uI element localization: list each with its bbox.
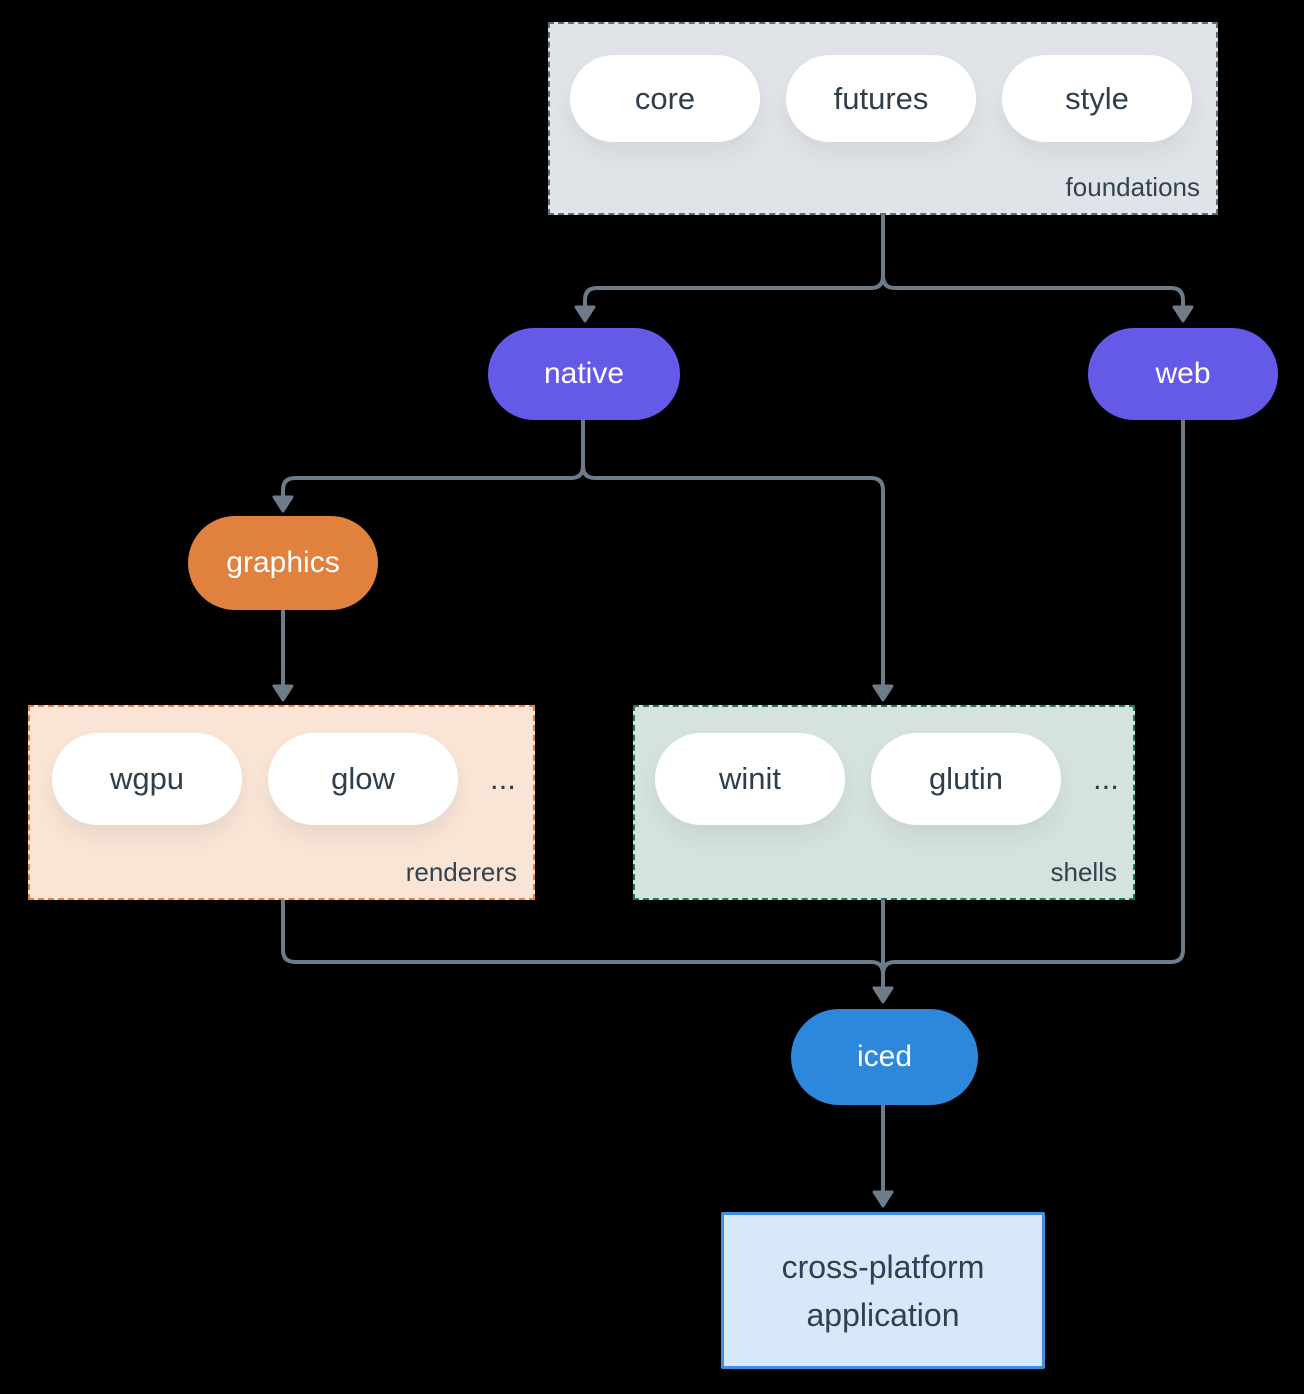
- node-cross-platform-application: cross-platform application: [721, 1212, 1045, 1369]
- arrowhead-renderers: [272, 684, 294, 702]
- node-futures: futures: [786, 55, 976, 142]
- edge-native-to-shells: [581, 418, 885, 688]
- node-winit: winit: [655, 733, 845, 825]
- edge-renderers-to-iced: [281, 898, 885, 976]
- shells-pill-row: winit glutin ...: [655, 733, 1125, 825]
- node-style: style: [1002, 55, 1192, 142]
- renderers-ellipsis: ...: [490, 761, 516, 796]
- arrowhead-iced: [872, 986, 894, 1004]
- node-core: core: [570, 55, 760, 142]
- foundations-group: core futures style foundations: [548, 22, 1218, 215]
- foundations-label: foundations: [1065, 172, 1200, 202]
- arrowhead-shells: [872, 684, 894, 702]
- edge-native-to-graphics: [281, 418, 585, 499]
- node-web: web: [1088, 328, 1278, 420]
- edge-foundations-to-web: [881, 213, 1185, 309]
- node-glutin: glutin: [871, 733, 1061, 825]
- arrowhead-application: [872, 1190, 894, 1208]
- renderers-pill-row: wgpu glow ...: [52, 733, 522, 825]
- node-wgpu: wgpu: [52, 733, 242, 825]
- renderers-label: renderers: [405, 857, 517, 887]
- node-iced: iced: [791, 1009, 978, 1105]
- node-glow: glow: [268, 733, 458, 825]
- node-native: native: [488, 328, 680, 420]
- foundations-pill-row: core futures style: [570, 55, 1192, 142]
- shells-ellipsis: ...: [1093, 761, 1119, 796]
- edge-foundations-to-native: [583, 213, 885, 309]
- shells-group: winit glutin ... shells: [633, 705, 1135, 900]
- arrowhead-graphics: [272, 495, 294, 513]
- node-graphics: graphics: [188, 516, 378, 610]
- arrowhead-web: [1172, 305, 1194, 323]
- renderers-group: wgpu glow ... renderers: [28, 705, 535, 900]
- shells-label: shells: [1050, 857, 1117, 887]
- arrowhead-native: [574, 305, 596, 323]
